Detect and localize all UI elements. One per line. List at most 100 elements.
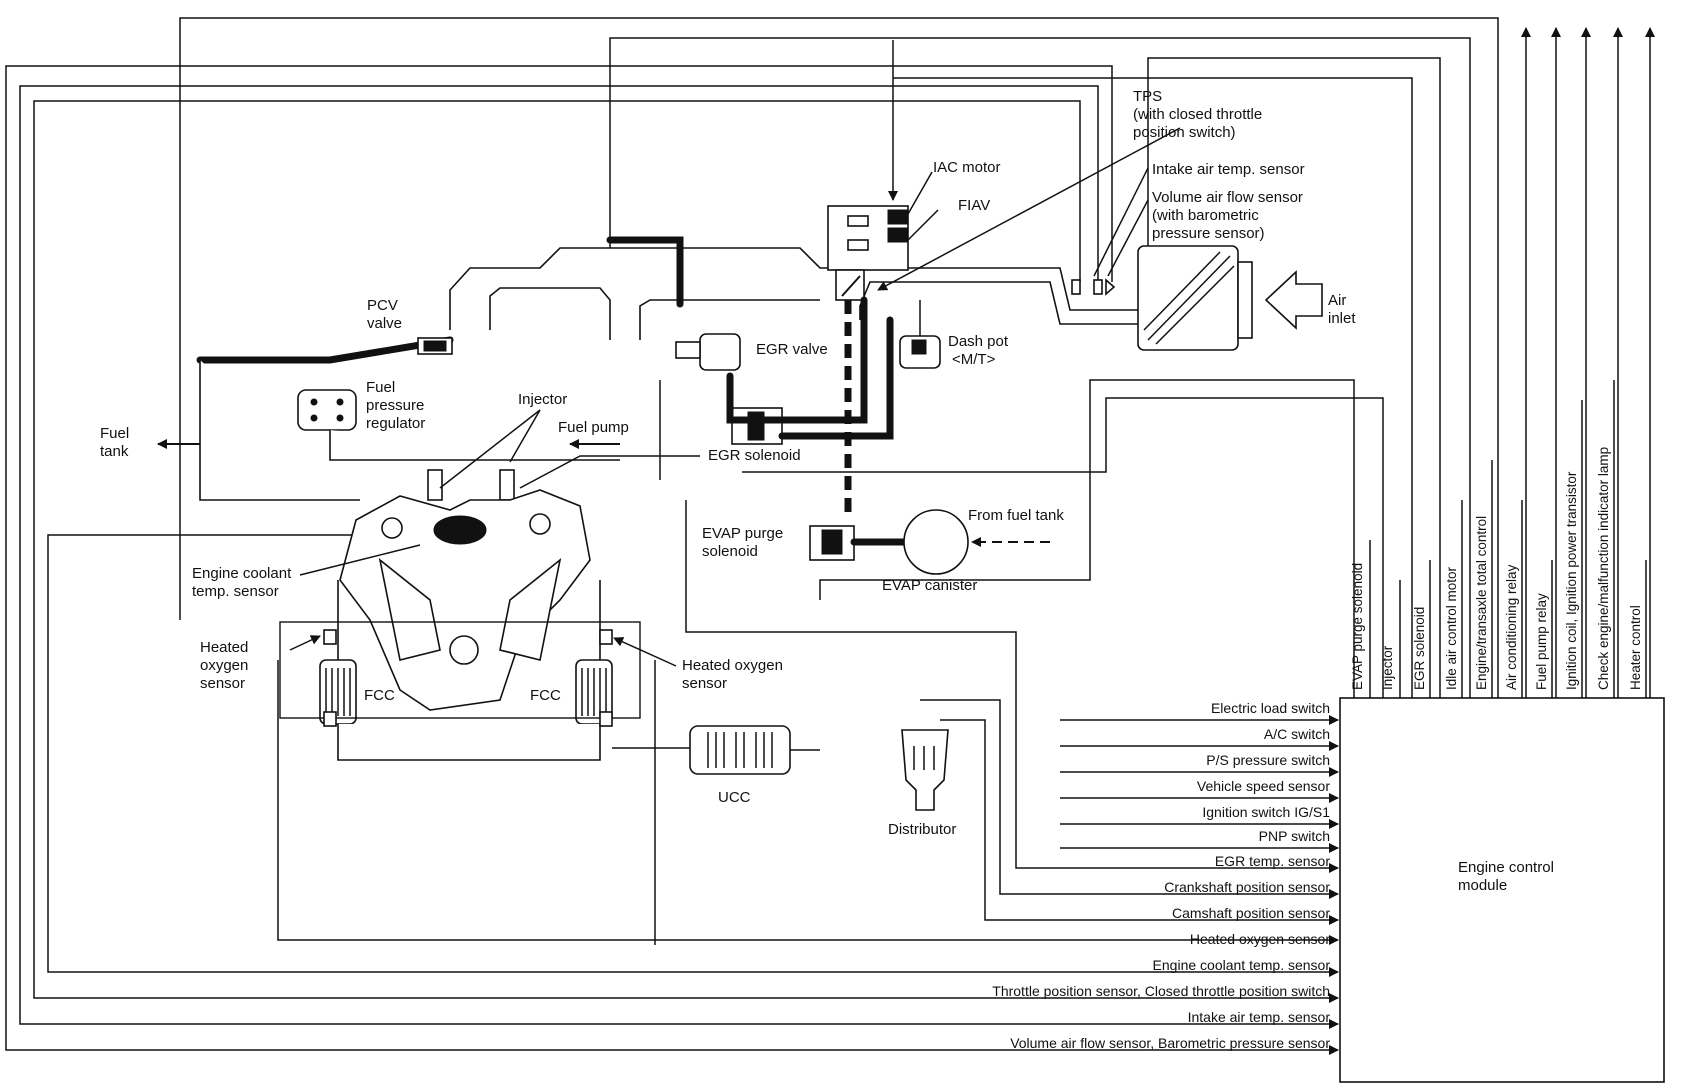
ecm-input-label: Heated oxygen sensor: [1190, 931, 1330, 947]
fuel-pressure-regulator: [297, 389, 357, 431]
ecm-output-label: Idle air control motor: [1444, 566, 1459, 690]
ecm-input-label: Volume air flow sensor, Barometric press…: [1010, 1035, 1330, 1051]
tps-label-1: TPS: [1133, 88, 1162, 105]
injector-leader-left: [439, 409, 541, 489]
ecm-input-labels: Electric load switch A/C switch P/S pres…: [992, 700, 1330, 1051]
o2-left-label-2: oxygen: [200, 657, 248, 674]
fiav-label: FIAV: [958, 197, 990, 214]
dash-pot-label-1: Dash pot: [948, 333, 1009, 350]
exhaust-frame: [279, 621, 641, 719]
egr-valve: [675, 333, 741, 371]
distributor: [901, 729, 949, 811]
iac-motor-label: IAC motor: [933, 159, 1001, 176]
injector-leader-right: [509, 409, 541, 463]
ecm-output-label: Engine/transaxle total control: [1474, 516, 1489, 690]
throttle-body: [835, 269, 865, 301]
ecm-output-label: Injector: [1380, 645, 1395, 690]
intake-duct: [449, 247, 1138, 340]
intake-air-temp-sensor-element: [1093, 279, 1103, 295]
tps-leader: [877, 127, 1181, 291]
engine-control-module-box: [1339, 697, 1665, 1083]
iac-fiav-block: [827, 205, 909, 271]
ecm-input-label: PNP switch: [1259, 828, 1330, 844]
coolant-sensor-leader: [299, 544, 421, 576]
egr-vacuum-hose-c: [778, 316, 894, 440]
ecm-output-column-lines: [1369, 380, 1647, 698]
egr-vacuum-hose-a: [726, 372, 784, 424]
fpr-label-1: Fuel: [366, 379, 395, 396]
o2-left-label-1: Heated: [200, 639, 248, 656]
ecm-output-label: Check engine/malfunction indicator lamp: [1596, 447, 1611, 690]
evap-purge-label-1: EVAP purge: [702, 525, 783, 542]
pcv-hose: [606, 236, 684, 308]
oxygen-sensor-left-lower: [323, 711, 337, 727]
evap-purge-solenoid: [809, 525, 855, 561]
dash-pot-label-2: <M/T>: [952, 351, 996, 368]
fcc-right-catalyst: [575, 659, 613, 725]
vaf-label-1: Volume air flow sensor: [1152, 189, 1303, 206]
egr-valve-label: EGR valve: [756, 341, 828, 358]
fuel-return-pipe: [199, 360, 360, 501]
ecm-output-label: Ignition coil, Ignition power transistor: [1564, 471, 1579, 690]
tps-label-2: (with closed throttle: [1133, 106, 1262, 123]
component-labels: TPS (with closed throttle position switc…: [100, 88, 1554, 894]
fcc-left-label: FCC: [364, 687, 395, 704]
o2-left-label-3: sensor: [200, 675, 245, 692]
ecm-input-label: Crankshaft position sensor: [1164, 879, 1330, 895]
from-fuel-tank-label: From fuel tank: [968, 507, 1064, 524]
evap-purge-label-2: solenoid: [702, 543, 758, 560]
coolant-sensor-label-1: Engine coolant: [192, 565, 292, 582]
ecm-output-label: Fuel pump relay: [1534, 593, 1549, 690]
iac-leader: [907, 171, 933, 215]
egr-solenoid-leader: [519, 455, 700, 489]
fuel-tank-label-2: tank: [100, 443, 129, 460]
dash-pot: [899, 300, 941, 369]
egr-solenoid: [731, 407, 783, 445]
o2-leader-right: [613, 637, 677, 667]
pcv-return-hose: [196, 336, 454, 364]
fiav-leader: [907, 209, 939, 241]
ecm-input-label: Intake air temp. sensor: [1188, 1009, 1331, 1025]
intake-air-temp-label: Intake air temp. sensor: [1152, 161, 1305, 178]
fuel-pump-label: Fuel pump: [558, 419, 629, 436]
evap-canister-label: EVAP canister: [882, 577, 977, 594]
ecm-input-label: Ignition switch IG/S1: [1202, 804, 1330, 820]
air-inlet-label-1: Air: [1328, 292, 1346, 309]
ecm-output-label: Heater control: [1628, 605, 1643, 690]
tps-label-3: position switch): [1133, 124, 1236, 141]
injector-label: Injector: [518, 391, 567, 408]
tps-sensor: [1071, 279, 1081, 295]
ecm-input-label: Camshaft position sensor: [1172, 905, 1330, 921]
ecm-input-label: Vehicle speed sensor: [1197, 778, 1330, 794]
ecm-output-label: Air conditioning relay: [1504, 564, 1519, 690]
fuel-tank-label-1: Fuel: [100, 425, 129, 442]
pcv-valve-label-1: PCV: [367, 297, 398, 314]
ecm-input-label: Electric load switch: [1211, 700, 1330, 716]
air-cleaner: [1137, 245, 1253, 351]
fpr-label-2: pressure: [366, 397, 424, 414]
exhaust-pipes: [337, 580, 601, 761]
vaf-label-3: pressure sensor): [1152, 225, 1265, 242]
oxygen-sensor-right-lower: [599, 711, 613, 727]
distributor-label: Distributor: [888, 821, 956, 838]
air-inlet-arrow: [1264, 270, 1323, 330]
vaf-label-2: (with barometric: [1152, 207, 1259, 224]
ecm-label-1: Engine control: [1458, 859, 1554, 876]
pcv-valve-label-2: valve: [367, 315, 402, 332]
o2-right-label-2: sensor: [682, 675, 727, 692]
oxygen-sensor-right-upper: [599, 629, 613, 645]
ecm-output-labels: EVAP purge solenoid Injector EGR solenoi…: [1350, 447, 1643, 690]
intake-temp-leader: [1093, 167, 1149, 277]
ucc-catalyst: [689, 725, 820, 775]
ecm-input-label: P/S pressure switch: [1206, 752, 1330, 768]
fcc-right-label: FCC: [530, 687, 561, 704]
ecm-output-label: EVAP purge solenoid: [1350, 563, 1365, 690]
ecm-input-label: Engine coolant temp. sensor: [1153, 957, 1331, 973]
ecm-input-label: Throttle position sensor, Closed throttl…: [992, 983, 1330, 999]
oxygen-sensor-left-upper: [323, 629, 337, 645]
injector-left: [427, 469, 443, 501]
pcv-valve: [417, 337, 453, 355]
wiring-harness: [5, 17, 1655, 1055]
egr-solenoid-label: EGR solenoid: [708, 447, 801, 464]
